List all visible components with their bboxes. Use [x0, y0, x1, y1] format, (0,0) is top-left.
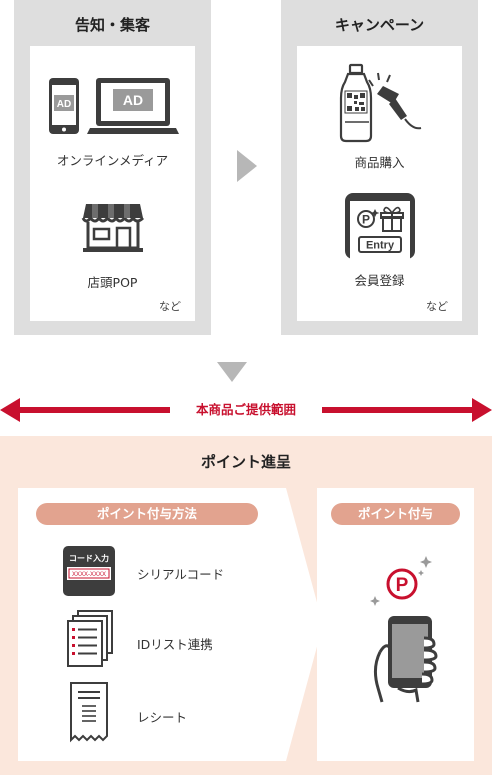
store-pop-label: 店頭POP [87, 275, 138, 290]
entry-phone-icon: P Entry [345, 193, 415, 259]
ad-phone-text: AD [57, 99, 71, 110]
id-list-label: IDリスト連携 [137, 637, 213, 652]
receipt-icon [70, 682, 108, 743]
online-media-label: オンラインメディア [56, 153, 169, 168]
campaign-inner: 商品購入 P Entry 会員登録 など [297, 46, 462, 321]
card-code: XXXX-XXXX [72, 572, 106, 578]
range-arrowhead-right [472, 398, 492, 422]
grant-p-mark: P [396, 575, 409, 596]
flow-arrow-right [237, 150, 257, 182]
entry-p-mark: P [362, 213, 370, 227]
ad-laptop-text: AD [123, 92, 143, 108]
receipt-label: レシート [137, 710, 188, 725]
hand-phone-point-icon: P [370, 556, 438, 703]
campaign-etc: など [426, 300, 448, 313]
range-label: 本商品ご提供範囲 [170, 400, 322, 420]
methods-pill: ポイント付与方法 [36, 503, 258, 525]
serial-code-label: シリアルコード [137, 567, 225, 582]
card-title: コード入力 [69, 553, 109, 563]
purchase-label: 商品購入 [354, 155, 405, 170]
flow-arrow-down [217, 362, 247, 382]
promo-title: 告知・集客 [74, 16, 150, 34]
promo-panel: 告知・集客 AD AD オンラインメディア 店頭POP [14, 0, 211, 335]
serial-code-card-icon: コード入力 XXXX-XXXX [63, 546, 115, 596]
id-list-documents-icon [67, 610, 113, 667]
range-arrowhead-left [0, 398, 20, 422]
storefront-icon [81, 204, 145, 252]
entry-text: Entry [366, 240, 395, 252]
campaign-panel: キャンペーン 商品購入 P [281, 0, 478, 335]
promo-inner: AD AD オンラインメディア 店頭POP など [30, 46, 195, 321]
member-registration-label: 会員登録 [354, 273, 405, 288]
bottle-scanner-icon [339, 63, 422, 143]
ad-devices-icon: AD AD [49, 78, 179, 134]
point-title: ポイント進呈 [200, 453, 291, 471]
grant-pill: ポイント付与 [331, 503, 460, 525]
campaign-title: キャンペーン [334, 16, 425, 34]
promo-etc: など [159, 300, 181, 313]
